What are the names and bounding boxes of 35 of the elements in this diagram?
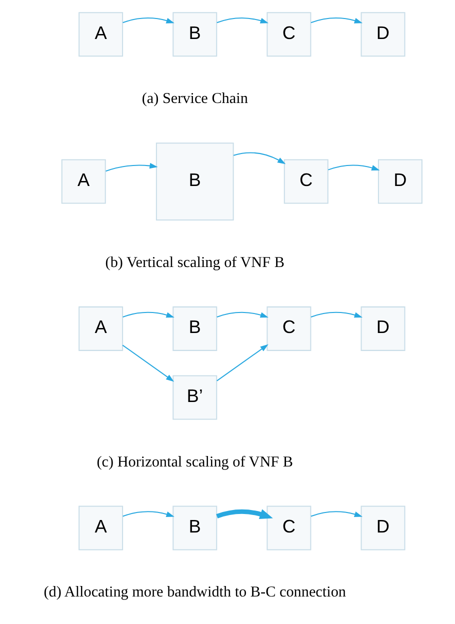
node-box: B: [156, 142, 234, 220]
arrow: [122, 344, 174, 382]
node-box: C: [266, 12, 312, 57]
arrow: [310, 18, 363, 24]
node-box: D: [360, 506, 406, 550]
arrow: [106, 162, 158, 172]
node-box: D: [360, 306, 406, 351]
arrow: [216, 509, 273, 519]
node-box: B’: [172, 375, 218, 420]
arrow: [122, 18, 174, 24]
node-box: C: [284, 159, 328, 204]
node-box: A: [61, 159, 106, 204]
label: (a) Service Chain: [142, 90, 248, 108]
node-box: B: [172, 506, 218, 550]
arrow: [310, 511, 363, 517]
arrow: [122, 511, 174, 517]
label: (b) Vertical scaling of VNF B: [105, 254, 284, 271]
label: (c) Horizontal scaling of VNF B: [96, 453, 294, 470]
arrow: [216, 344, 268, 382]
node-box: A: [78, 306, 124, 351]
arrow: [216, 312, 268, 318]
arrow: [328, 164, 380, 171]
arrow: [122, 312, 174, 318]
label: (d) Allocating more bandwidth to B-C connection: [44, 584, 346, 601]
node-box: B: [172, 306, 218, 351]
node-box: D: [378, 159, 422, 204]
node-box: B: [172, 12, 218, 57]
arrow: [310, 312, 363, 318]
node-box: C: [266, 506, 312, 550]
arrow: [216, 18, 268, 24]
node-box: C: [266, 306, 312, 351]
node-box: D: [360, 12, 406, 57]
node-box: A: [78, 12, 124, 57]
node-box: A: [78, 506, 124, 550]
arrow: [233, 152, 286, 164]
